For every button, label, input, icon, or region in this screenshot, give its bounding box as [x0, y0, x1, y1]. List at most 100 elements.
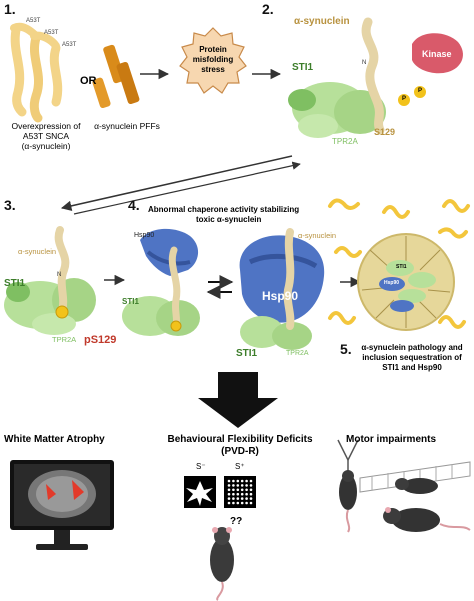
- grid-dot: [236, 488, 240, 492]
- arrow-to-panel3: [60, 155, 293, 212]
- mouse-on-grid: [395, 478, 438, 494]
- phospho-site-panel4a: [170, 320, 182, 332]
- white-matter-title: White Matter Atrophy: [4, 434, 105, 445]
- a53t-label-3: A53T: [62, 42, 77, 48]
- overexpression-line-3: (α-synuclein): [21, 141, 71, 151]
- mouse-hanging: [339, 470, 357, 533]
- grid-dot: [245, 492, 248, 496]
- kinase-label: Kinase: [422, 49, 452, 59]
- grid-dot: [245, 479, 248, 483]
- pff-rods: [92, 44, 140, 109]
- grid-dot: [240, 501, 244, 505]
- pff-label: α-synuclein PFFs: [94, 121, 160, 131]
- panel2-asyn-label: α-synuclein: [294, 16, 350, 27]
- s-minus-label: S⁻: [196, 462, 206, 471]
- phospho-p-2: P: [402, 96, 407, 102]
- grid-dot: [249, 479, 253, 483]
- a53t-label-1: A53T: [26, 18, 41, 24]
- grid-dot: [232, 492, 235, 496]
- loose-synuclein-squiggles: [328, 198, 470, 329]
- a53t-label-2: A53T: [44, 30, 59, 36]
- step-3-number: 3.: [4, 197, 16, 213]
- big-down-arrow: [198, 372, 278, 428]
- grid-dot: [245, 484, 248, 487]
- panel4-asyn-label: α-synuclein: [298, 231, 337, 240]
- stress-line-3: stress: [201, 65, 225, 74]
- ps129-label: pS129: [84, 334, 117, 346]
- stress-badge: [179, 27, 247, 94]
- grid-dot: [249, 501, 253, 505]
- grid-dot: [232, 479, 235, 483]
- grid-dot: [232, 497, 235, 500]
- panel5-caption-line-1: α-synuclein pathology and: [361, 343, 463, 352]
- synuclein-chain-panel2: [361, 17, 385, 135]
- pvd-r-screens: [184, 476, 256, 508]
- grid-dot: [236, 492, 240, 496]
- step-5-number: 5.: [340, 341, 352, 357]
- sti1-protein-panel2: [288, 82, 386, 138]
- grid-dot: [240, 484, 244, 487]
- grid-dot: [227, 484, 231, 487]
- panel4-tpr2a-label: TPR2A: [286, 350, 309, 357]
- s129-label: S129: [374, 127, 396, 137]
- panel4-hsp90-small: Hsp90: [134, 232, 155, 239]
- synuclein-chain-panel4a: [168, 246, 181, 330]
- panel4-title-line-2: toxic α-synuclein: [196, 215, 262, 224]
- grid-dot: [249, 492, 253, 496]
- grid-dot: [240, 488, 244, 492]
- phospho-site-panel3: [55, 305, 69, 319]
- stress-line-1: Protein: [199, 45, 227, 54]
- grid-dot: [236, 497, 240, 500]
- inclusion-sti1-label: STI1: [396, 264, 407, 270]
- panel4-sti1-left: STI1: [122, 297, 139, 306]
- panel3-n-label: N: [57, 272, 62, 278]
- overexpression-line-1: Overexpression of: [11, 121, 81, 131]
- panel3-asyn-label: α-synuclein: [18, 247, 57, 256]
- inclusion-hsp90-label: Hsp90: [384, 280, 400, 286]
- behaviour-subtitle: (PVD-R): [221, 446, 259, 457]
- grid-dot: [249, 488, 253, 492]
- grid-dot: [236, 479, 240, 483]
- arrow-back-to-panel2: [73, 161, 301, 215]
- panel2-n-label: N: [362, 60, 367, 66]
- step-2-number: 2.: [262, 1, 274, 17]
- panel4-title-line-1: Abnormal chaperone activity stabilizing: [148, 205, 300, 214]
- grid-dot: [240, 479, 244, 483]
- mouse-walking: [383, 507, 471, 532]
- grid-dot: [245, 497, 248, 500]
- synuclein-chain-panel4b: [283, 228, 295, 330]
- panel3-tpr2a-label: TPR2A: [52, 335, 77, 344]
- grid-dot: [245, 488, 248, 492]
- synuclein-chain-panel3: [54, 226, 70, 316]
- grid-dot: [232, 484, 235, 487]
- panel3-sti1-label: STI1: [4, 278, 26, 289]
- grid-dot: [227, 479, 231, 483]
- panel2-tpr2a-label: TPR2A: [332, 137, 358, 146]
- stress-line-2: misfolding: [192, 55, 234, 64]
- grid-dot: [227, 501, 231, 505]
- grid-dot: [245, 501, 248, 505]
- step-1-number: 1.: [4, 1, 16, 17]
- overexpression-line-2: A53T SNCA: [22, 131, 70, 141]
- grid-dot: [240, 497, 244, 500]
- grid-dot: [240, 492, 244, 496]
- grid-dot: [236, 484, 240, 487]
- phospho-p-1: P: [418, 88, 423, 94]
- inclusion-body: [357, 233, 455, 331]
- mouse-behaviour: [210, 527, 234, 601]
- step-4-number: 4.: [128, 197, 140, 213]
- inclusion-proteins: [379, 260, 436, 312]
- grid-dot: [232, 501, 235, 505]
- panel4-hsp90-big: Hsp90: [262, 289, 299, 303]
- brain-monitor: [10, 460, 114, 550]
- panel5-caption-line-2: inclusion sequestration of: [362, 353, 462, 362]
- motor-title: Motor impairments: [346, 434, 437, 445]
- hsp90-large-complex: [239, 235, 325, 350]
- panel4-sti1-bottom: STI1: [236, 348, 258, 359]
- grid-dot: [227, 488, 231, 492]
- grid-dot: [249, 484, 253, 487]
- grid-dot: [227, 497, 231, 500]
- grid-dot: [236, 501, 240, 505]
